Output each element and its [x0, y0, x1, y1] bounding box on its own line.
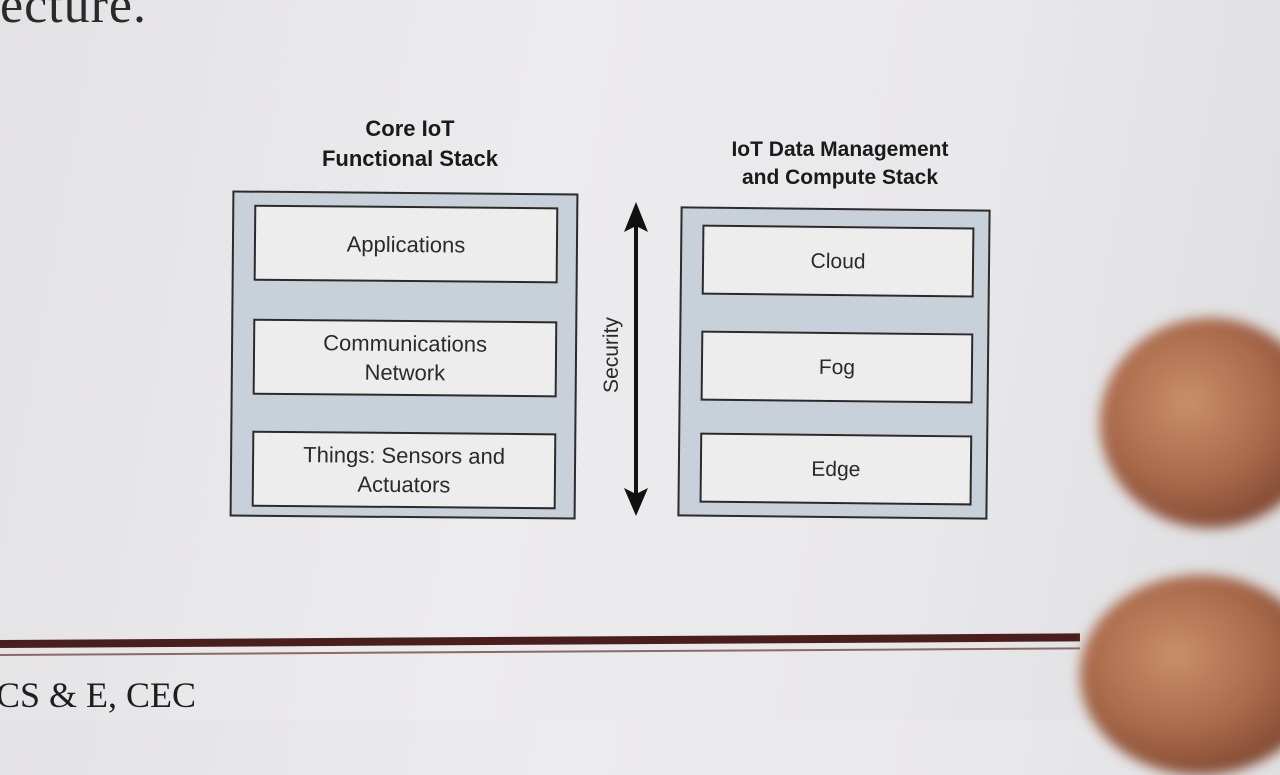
core-iot-stack-title: Core IoT Functional Stack	[280, 114, 540, 174]
security-arrow-head-up	[624, 202, 648, 232]
security-arrow-head-down	[624, 488, 648, 516]
fog-layer: Fog	[700, 330, 974, 404]
security-double-arrow	[624, 202, 648, 516]
data-management-compute-stack: Cloud Fog Edge	[677, 206, 991, 520]
data-compute-stack-title: IoT Data Management and Compute Stack	[700, 136, 980, 192]
data-compute-title-line2: and Compute Stack	[741, 166, 939, 189]
footer-department-text: CS & E, CEC	[0, 675, 197, 715]
data-compute-title-line1: IoT Data Management	[731, 138, 949, 161]
cloud-layer: Cloud	[701, 224, 975, 298]
slide-title-fragment: ecture.	[0, 0, 148, 34]
security-label: Security	[600, 317, 623, 393]
core-iot-title-line2: Functional Stack	[321, 146, 499, 171]
communications-network-layer: Communications Network	[252, 318, 558, 398]
footer-divider	[0, 633, 1081, 648]
edge-layer: Edge	[699, 432, 973, 506]
finger-blur-upper	[1100, 318, 1280, 528]
footer-divider-thin	[0, 647, 1080, 656]
finger-blur-lower	[1080, 575, 1280, 775]
things-sensors-actuators-layer: Things: Sensors and Actuators	[251, 430, 557, 510]
core-iot-functional-stack: Applications Communications Network Thin…	[229, 190, 579, 520]
core-iot-title-line1: Core IoT	[365, 116, 455, 141]
applications-layer: Applications	[253, 204, 559, 284]
